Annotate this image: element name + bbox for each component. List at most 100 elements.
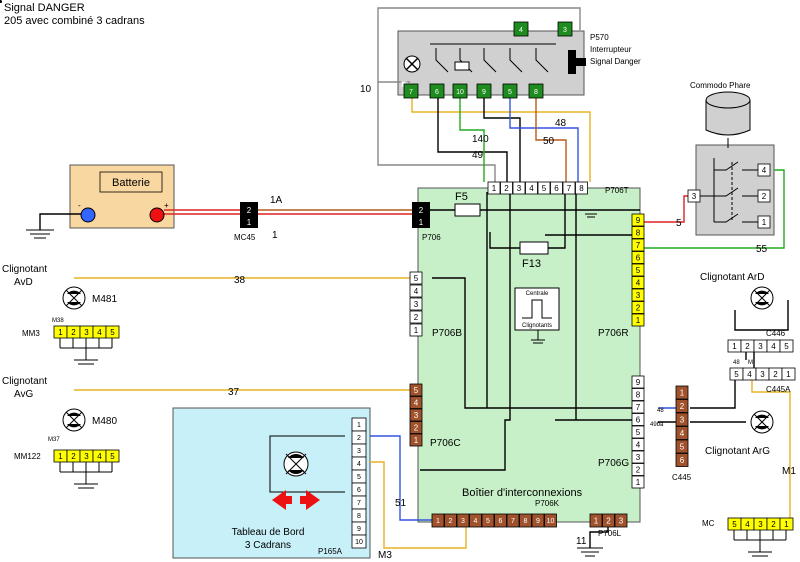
mm3-pin-label: 4 (97, 328, 102, 337)
p706t-pin-label: 7 (567, 184, 572, 193)
p165a-pin-label: 3 (357, 448, 361, 455)
hazard-lamp-cross (405, 57, 419, 71)
p706b-pin-label: 4 (414, 287, 419, 296)
wire-black (734, 300, 789, 331)
p706t-pin-cell (562, 181, 576, 195)
p706k-pin-label: 8 (524, 518, 528, 525)
mm122-pin-label: 3 (84, 452, 89, 461)
p570-terminal-label: 7 (409, 89, 413, 96)
p165a-pin-label: 7 (357, 500, 361, 507)
wire-yellow (370, 461, 467, 549)
p165a-pin-label: 6 (357, 487, 361, 494)
commodo-terminal (687, 189, 701, 203)
p570-terminal (557, 21, 573, 37)
p706t-pin-cell (537, 181, 551, 195)
p706l-pin-label: 1 (594, 517, 599, 526)
wire-black (483, 96, 521, 182)
signal-danger-label: Signal Danger (590, 57, 641, 66)
mm122-label: MM122 (14, 452, 41, 461)
mm122-ground (59, 462, 113, 489)
wire-label-38: 38 (234, 275, 246, 286)
flasher-unit (514, 287, 560, 331)
mc45-pin: 1 (247, 218, 252, 227)
p706c-pin-label: 4 (414, 399, 419, 408)
c445-pin-label: 6 (680, 456, 685, 465)
p706c-pin-label: 1 (414, 436, 419, 445)
battery-negative-terminal (80, 207, 96, 223)
c445-pin-label: 4 (680, 429, 685, 438)
p706g-pin-label: 1 (636, 478, 641, 487)
p706l-label: P706L (598, 529, 622, 538)
ground-icon (59, 338, 113, 365)
p706g-pin-cell (631, 400, 645, 414)
pulse-icon (522, 299, 552, 319)
p706t-pin-cell (487, 181, 501, 195)
commodo-terminals: 43214321 (0, 0, 771, 229)
ground-icon (26, 229, 54, 239)
ground-icon (577, 547, 603, 557)
p706g-pin-cell (631, 475, 645, 489)
commodo-pin-label: 1 (0, 0, 3, 5)
wire-label-11: 11 (576, 536, 587, 547)
p165a-pin-label: 1 (357, 422, 361, 429)
p706l-pin-cell (614, 513, 628, 528)
p706t-pin-cell (575, 181, 588, 195)
mc-pin-label: 4 (745, 520, 750, 529)
p706t-label: P706T (605, 186, 629, 195)
p706t-pin-label: 8 (579, 184, 584, 193)
p706g-pin-cell (631, 388, 645, 401)
front-left-lamp-icon (62, 408, 86, 432)
mc-pin-label: 1 (784, 520, 789, 529)
commodo-terminal-label: 4 (762, 166, 767, 175)
p570-terminal (528, 83, 544, 99)
p706r-pin-label: 5 (636, 266, 641, 275)
wire-label-5: 5 (676, 218, 682, 229)
wire-label-49: 49 (472, 150, 484, 161)
p706t-pin-label: 3 (517, 184, 522, 193)
p570-terminal (513, 21, 529, 37)
rear-left-lamp-icon (750, 410, 774, 434)
p706g-pin-label: 6 (636, 416, 641, 425)
p706b-pin-cell (409, 284, 423, 298)
mc-pin-label: 3 (758, 520, 763, 529)
mc45-connector (240, 202, 258, 228)
ground-icon (585, 213, 597, 218)
c446-pin-label: 3 (758, 342, 763, 351)
mm122-pin-label: 1 (58, 452, 63, 461)
c445-pin-label: 3 (680, 416, 685, 425)
p570-terminals: 761095843761095843 (400, 21, 573, 99)
commodo-pin-label: 3 (0, 0, 3, 5)
p706r-pin-cell (631, 276, 645, 289)
mc-pin-label: 2 (771, 520, 776, 529)
p706r-pin-label: 8 (636, 229, 641, 238)
p706g-pin-label: 9 (636, 378, 641, 387)
m481-label: M481 (92, 294, 117, 305)
rear-left-title: Clignotant ArG (705, 446, 770, 457)
c445-pin-label: 1 (680, 389, 685, 398)
p570-terminal-label: 4 (519, 27, 523, 34)
wires (39, 7, 791, 549)
p706k-pin-cell (456, 513, 470, 528)
m480-label: M480 (92, 416, 117, 427)
wire-grey (377, 82, 496, 182)
p706-pin: 2 (419, 206, 424, 215)
c446-pin-label: 4 (771, 342, 776, 351)
p706b-pin-cell (409, 297, 423, 311)
wire-green (459, 96, 485, 182)
m38-label: M38 (52, 318, 64, 324)
wire-label-50: 50 (543, 136, 555, 147)
p706g-pin-label: 5 (636, 428, 641, 437)
p165a-pin-label: 2 (357, 435, 361, 442)
p570-terminal (476, 83, 492, 99)
wire-label-1: 1 (272, 230, 278, 241)
fuse-f13-label: F13 (522, 258, 541, 270)
c446-pin-label: 2 (745, 342, 750, 351)
mm3-pin-label: 1 (58, 328, 63, 337)
commodo-pin-label: 4 (0, 0, 3, 5)
m-label: M (748, 360, 753, 366)
